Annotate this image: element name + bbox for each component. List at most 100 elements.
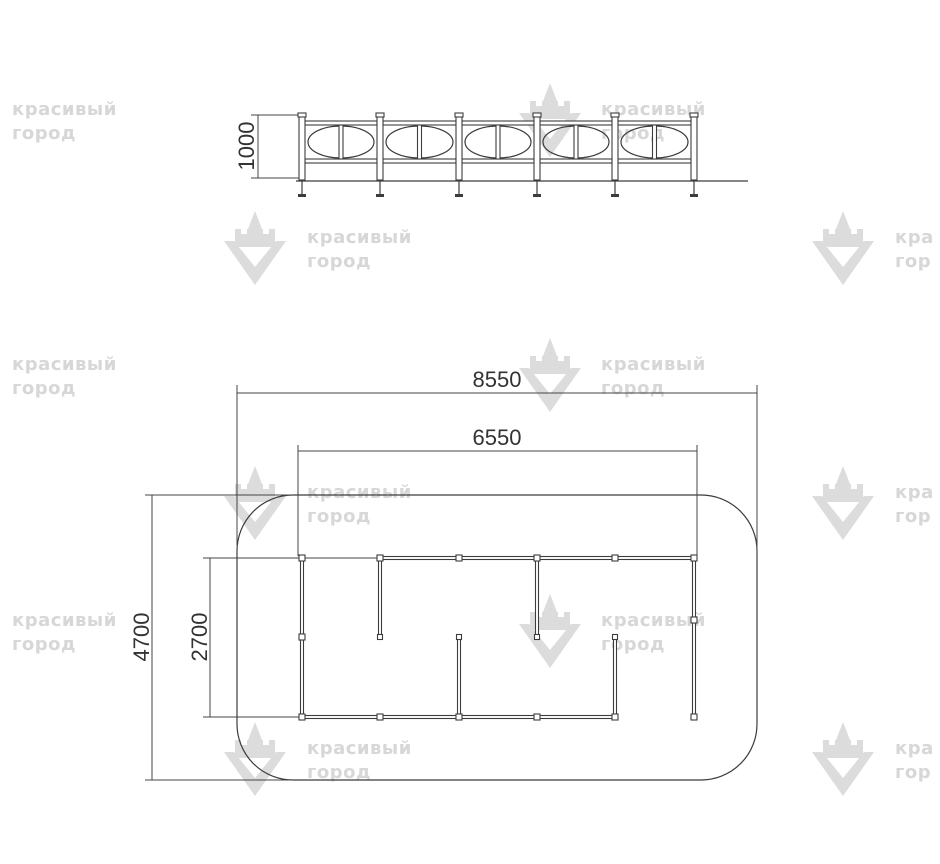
fence-post bbox=[611, 713, 619, 721]
panel-bottom-rail bbox=[617, 158, 692, 164]
panel-divider bbox=[338, 124, 344, 160]
watermark-line2: гор bbox=[895, 506, 931, 527]
panel-bottom-rail bbox=[304, 158, 378, 164]
post-foot bbox=[690, 194, 698, 197]
watermark-line2: город bbox=[12, 634, 76, 655]
elevation-post bbox=[610, 112, 620, 197]
watermark-line2: город bbox=[12, 123, 76, 144]
fence-segment bbox=[456, 636, 462, 718]
fence-post bbox=[376, 554, 384, 562]
panel-top-rail bbox=[382, 120, 457, 126]
fence-post bbox=[533, 713, 541, 721]
fence-segment bbox=[612, 636, 618, 718]
post-cap bbox=[454, 112, 464, 118]
fence-post bbox=[690, 554, 698, 562]
post-body bbox=[455, 115, 463, 181]
elevation-post bbox=[689, 112, 699, 197]
post-foot bbox=[533, 194, 541, 197]
panel-top-rail bbox=[539, 120, 613, 126]
watermark-line2: город bbox=[307, 251, 371, 272]
post-cap bbox=[375, 112, 385, 118]
fence-stub-end bbox=[533, 633, 541, 641]
watermark-line1: красивый bbox=[307, 227, 412, 248]
fence-post bbox=[533, 554, 541, 562]
fence-post bbox=[690, 616, 698, 624]
elevation-view: 1000 bbox=[234, 112, 748, 197]
panel-top-rail bbox=[304, 120, 378, 126]
dimension-label-2700: 2700 bbox=[187, 613, 212, 662]
panel-top-rail bbox=[617, 120, 692, 126]
fence-post bbox=[455, 554, 463, 562]
dimension-label-6550: 6550 bbox=[473, 425, 522, 450]
dimension-label-1000: 1000 bbox=[234, 122, 259, 171]
elevation-post bbox=[297, 112, 307, 197]
post-cap bbox=[689, 112, 699, 118]
castle-shield-icon bbox=[519, 83, 581, 157]
watermark-line1: кра bbox=[895, 227, 934, 248]
fence-stub-end bbox=[611, 633, 619, 641]
panel-divider bbox=[573, 124, 579, 160]
post-body bbox=[376, 115, 384, 181]
post-foot bbox=[298, 194, 306, 197]
fence-stub-end bbox=[455, 633, 463, 641]
watermark-line2: город bbox=[307, 506, 371, 527]
dimension-fence-length: 6550 bbox=[297, 425, 698, 556]
dimension-label-4700: 4700 bbox=[129, 613, 154, 662]
dimension-fence-width: 2700 bbox=[187, 557, 380, 718]
castle-shield-icon bbox=[812, 466, 874, 540]
panel-top-rail bbox=[461, 120, 535, 126]
dimension-overall-length: 8550 bbox=[236, 367, 758, 560]
dimension-overall-width: 4700 bbox=[129, 494, 292, 781]
safety-zone-outline bbox=[236, 494, 758, 781]
post-cap bbox=[610, 112, 620, 118]
fence-plan bbox=[298, 554, 698, 721]
panel-divider bbox=[495, 124, 501, 160]
watermark-line1: красивый bbox=[307, 738, 412, 759]
fence-post bbox=[376, 713, 384, 721]
post-body bbox=[690, 115, 698, 181]
castle-shield-icon bbox=[519, 594, 581, 668]
elevation-post bbox=[375, 112, 385, 197]
watermark-line1: красивый bbox=[601, 354, 706, 375]
watermark-line2: гор bbox=[895, 762, 931, 783]
post-cap bbox=[532, 112, 542, 118]
watermark-line1: красивый bbox=[12, 354, 117, 375]
dimension-label-8550: 8550 bbox=[473, 367, 522, 392]
castle-shield-icon bbox=[224, 466, 286, 540]
watermark-line2: город bbox=[307, 762, 371, 783]
watermark-line2: город bbox=[601, 378, 665, 399]
watermark-line1: красивый bbox=[601, 610, 706, 631]
post-foot bbox=[455, 194, 463, 197]
castle-shield-icon bbox=[224, 211, 286, 285]
panel-bottom-rail bbox=[539, 158, 613, 164]
fence-segment bbox=[377, 557, 383, 638]
castle-shield-icon bbox=[519, 338, 581, 412]
post-foot bbox=[611, 194, 619, 197]
watermark-line1: красивый bbox=[12, 99, 117, 120]
panel-divider bbox=[651, 124, 658, 160]
fence-stub-end bbox=[376, 633, 384, 641]
elevation-post bbox=[532, 112, 542, 197]
fence-post bbox=[298, 713, 306, 721]
post-foot bbox=[376, 194, 384, 197]
elevation-post bbox=[454, 112, 464, 197]
fence-post bbox=[298, 633, 306, 641]
panel-bottom-rail bbox=[382, 158, 457, 164]
plan-view: 8550 6550 4700 2700 bbox=[129, 367, 758, 781]
watermark-line1: красивый bbox=[12, 610, 117, 631]
watermark-line1: кра bbox=[895, 738, 934, 759]
panel-bottom-rail bbox=[461, 158, 535, 164]
elevation-panel bbox=[304, 120, 378, 164]
post-body bbox=[611, 115, 619, 181]
fence-post bbox=[611, 554, 619, 562]
panel-divider bbox=[416, 124, 423, 160]
elevation-panel bbox=[382, 120, 457, 164]
fence-post bbox=[455, 713, 463, 721]
fence-post bbox=[298, 554, 306, 562]
watermark-line1: красивый bbox=[601, 99, 706, 120]
watermark-line1: красивый bbox=[307, 482, 412, 503]
watermark-line1: кра bbox=[895, 482, 934, 503]
fence-segment bbox=[534, 557, 540, 638]
post-cap bbox=[297, 112, 307, 118]
